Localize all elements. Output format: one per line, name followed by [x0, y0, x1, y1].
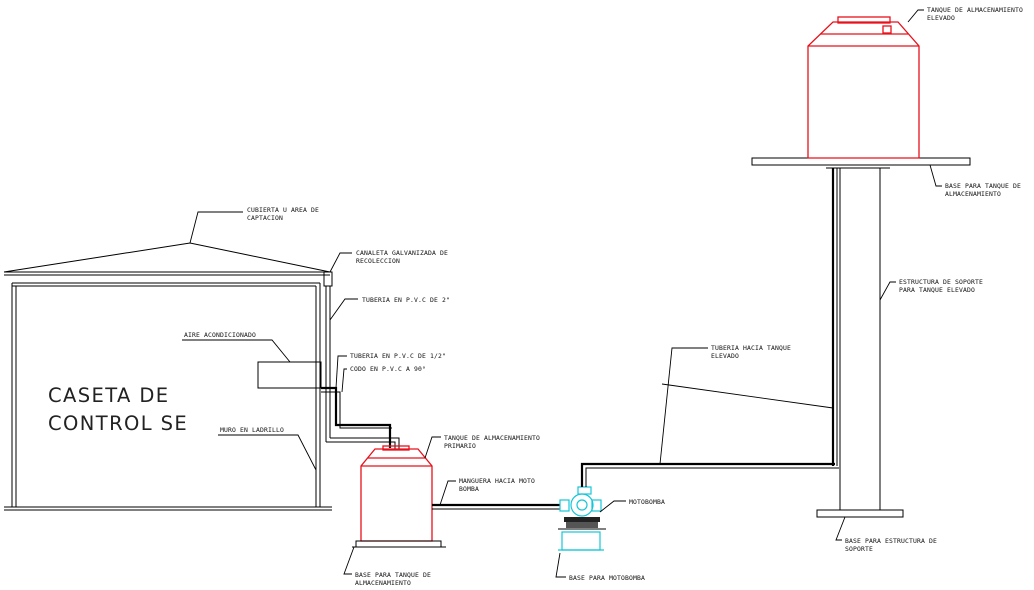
caseta-title-line2: CONTROL SE — [48, 412, 188, 435]
label-tuberia-half-in: TUBERIA EN P.V.C DE 1/2" — [350, 352, 446, 360]
leader-lines — [182, 9, 942, 578]
label-base-tanque-elevado-2: ALMACENAMIENTO — [945, 190, 1001, 198]
label-tanque-elevado-2: ELEVADO — [927, 14, 955, 22]
support-structure — [826, 164, 890, 511]
label-muro: MURO EN LADRILLO — [220, 426, 284, 434]
label-canaleta-2: RECOLECCION — [356, 257, 400, 265]
pipe-to-elevated-tank — [580, 168, 839, 487]
label-base-tanque-primario-2: ALMACENAMIENTO — [355, 579, 411, 587]
label-tuberia-2in: TUBERIA EN P.V.C DE 2" — [362, 296, 450, 304]
motobomba-pump — [558, 486, 606, 530]
air-conditioner — [257, 361, 322, 389]
elevated-tank-base — [751, 157, 971, 166]
label-tuberia-tanque-elevado-2: ELEVADO — [711, 352, 739, 360]
label-cubierta-1: CUBIERTA U AREA DE — [247, 206, 319, 214]
label-tuberia-tanque-elevado-1: TUBERIA HACIA TANQUE — [711, 344, 791, 352]
primary-tank-base — [352, 540, 446, 548]
support-structure-base — [816, 509, 904, 518]
caseta-title-line1: CASETA DE — [48, 384, 170, 407]
label-canaleta-1: CANALETA GALVANIZADA DE — [356, 249, 448, 257]
label-aire-acondicionado: AIRE ACONDICIONADO — [184, 331, 256, 339]
label-base-estructura-1: BASE PARA ESTRUCTURA DE — [845, 537, 937, 545]
label-manguera-1: MANGUERA HACIA MOTO — [459, 477, 535, 485]
primary-storage-tank — [360, 445, 433, 542]
pump-base — [558, 531, 604, 551]
label-tanque-primario-1: TANQUE DE ALMACENAMIENTO — [444, 434, 540, 442]
label-base-tanque-primario-1: BASE PARA TANQUE DE — [355, 571, 431, 579]
label-cubierta-2: CAPTACION — [247, 214, 283, 222]
label-motobomba: MOTOBOMBA — [629, 498, 665, 506]
label-codo: CODO EN P.V.C A 90° — [350, 365, 426, 373]
label-tanque-elevado-1: TANQUE DE ALMACENAMIENTO — [927, 6, 1023, 14]
elevated-storage-tank — [807, 16, 920, 159]
label-base-motobomba: BASE PARA MOTOBOMBA — [569, 574, 645, 582]
label-estructura-soporte-2: PARA TANQUE ELEVADO — [899, 286, 975, 294]
label-estructura-soporte-1: ESTRUCTURA DE SOPORTE — [899, 278, 983, 286]
label-tanque-primario-2: PRIMARIO — [444, 442, 476, 450]
hose-to-pump — [432, 503, 560, 510]
label-base-estructura-2: SOPORTE — [845, 545, 873, 553]
pvc-pipe-half-in — [321, 386, 392, 448]
label-manguera-2: BOMBA — [459, 485, 479, 493]
caseta-building — [3, 242, 333, 511]
label-base-tanque-elevado-1: BASE PARA TANQUE DE — [945, 182, 1021, 190]
